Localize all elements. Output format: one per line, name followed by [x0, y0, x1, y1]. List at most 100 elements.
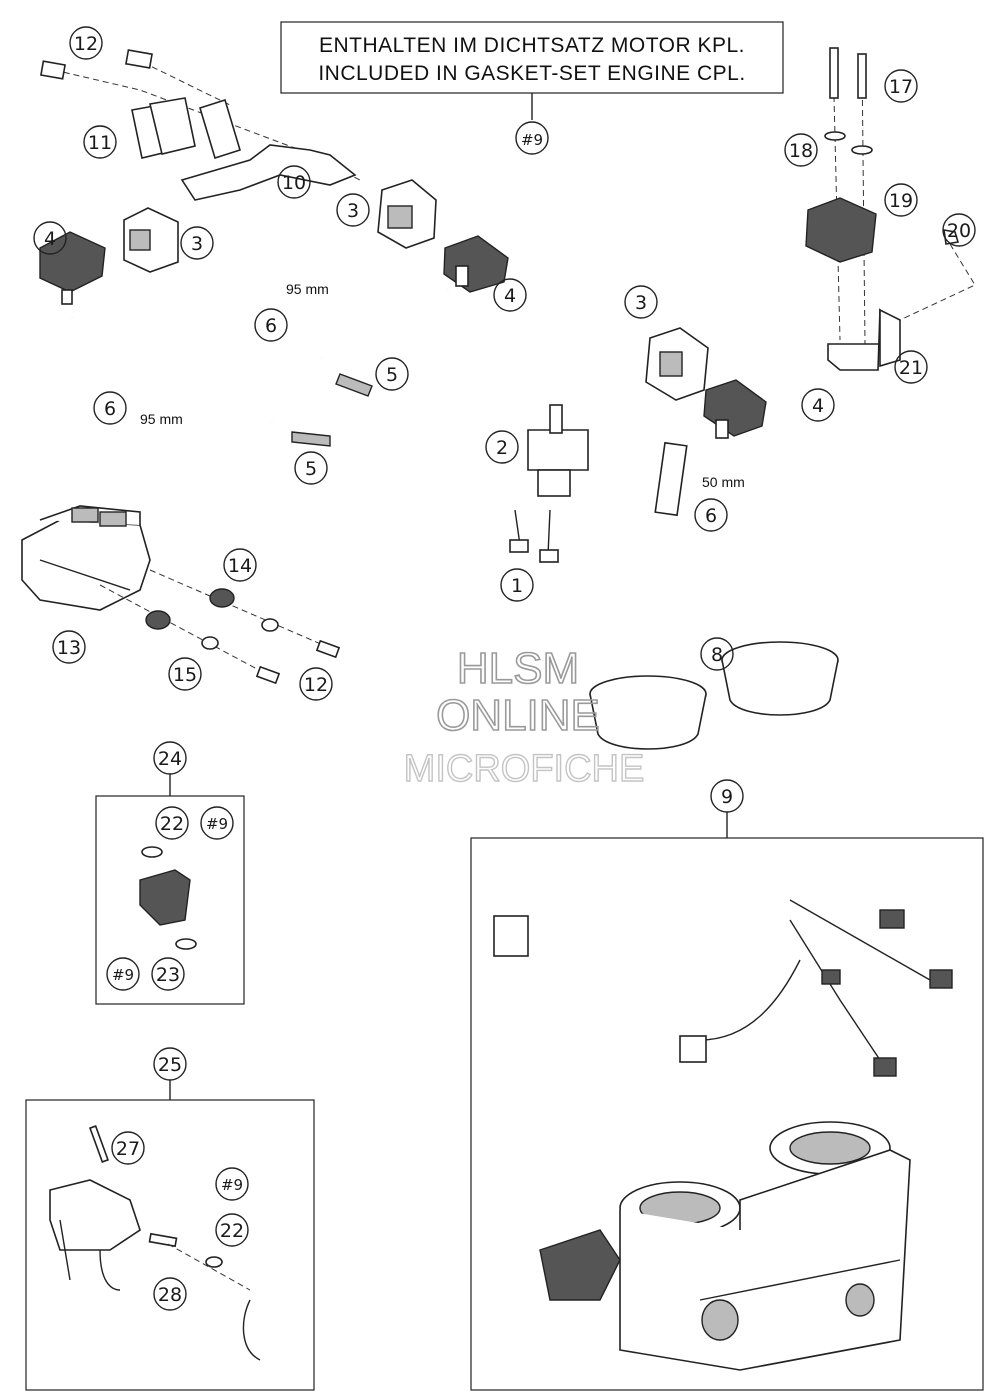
callout-25: 25 [158, 1054, 182, 1076]
control-unit-13 [21, 519, 151, 611]
control-unit-group [21, 505, 341, 685]
wiring-harness [499, 871, 795, 981]
washer-18-a [824, 131, 846, 141]
callout-15: 15 [173, 664, 197, 686]
harness-plug-c [679, 1035, 707, 1063]
actuator-box [25, 1080, 315, 1391]
screw-12-left [40, 60, 66, 80]
gasket-note: ENTHALTEN IM DICHTSATZ MOTOR KPL. INCLUD… [280, 21, 784, 120]
relay-19 [805, 197, 877, 263]
callout-9-d: #9 [221, 1176, 243, 1194]
o-ring-22-a [141, 846, 163, 858]
sensor-group-left [39, 207, 331, 447]
screw-17-b [857, 53, 867, 99]
washer-15 [201, 636, 219, 650]
sensor-4-right [703, 379, 767, 437]
hose-6-left [71, 317, 273, 423]
callout-4-c: 4 [812, 395, 824, 417]
screw-28 [148, 1232, 178, 1248]
actuator [49, 1179, 141, 1251]
callout-19: 19 [889, 190, 913, 212]
callout-28: 28 [158, 1284, 182, 1306]
callout-23: 23 [156, 964, 180, 986]
callouts [33, 26, 976, 1311]
callout-6-c: 6 [705, 505, 717, 527]
washer-14 [261, 618, 279, 632]
fitting-5-left [291, 431, 331, 447]
callout-6-b: 6 [104, 398, 116, 420]
callout-22-a: 22 [160, 813, 184, 835]
o-ring-23 [175, 938, 197, 950]
callout-13: 13 [57, 637, 81, 659]
callout-22-b: 22 [220, 1220, 244, 1242]
throttle-body [619, 1149, 911, 1371]
callout-9-ref: #9 [521, 131, 543, 149]
screw-1-a [509, 539, 529, 553]
injector-box [95, 774, 245, 1005]
callout-12-a: 12 [74, 33, 98, 55]
fitting-5-center [335, 373, 373, 397]
note-line-2: INCLUDED IN GASKET-SET ENGINE CPL. [318, 62, 745, 85]
screw-12-c [255, 665, 281, 685]
harness-plug-e [821, 969, 841, 985]
clip-3-left [123, 207, 179, 273]
callout-14: 14 [228, 555, 252, 577]
watermark-line-3: MICROFICHE [404, 748, 645, 790]
callout-18: 18 [789, 140, 813, 162]
callout-3-c: 3 [635, 292, 647, 314]
callout-2: 2 [496, 437, 508, 459]
measure-95mm-upper: 95 mm [286, 281, 329, 297]
callout-8: 8 [711, 644, 723, 666]
harness-plug-a [879, 909, 905, 929]
watermark-line-2: ONLINE [436, 691, 600, 740]
screw-17-a [829, 47, 839, 99]
callout-4-a: 4 [44, 228, 56, 250]
harness-plug-d [873, 1057, 897, 1077]
screw-12-b [315, 639, 341, 659]
screw-1-b [539, 549, 559, 563]
callout-labels: #9 12 11 10 4 3 3 4 6 5 6 5 3 4 2 6 1 17… [44, 33, 971, 1306]
callout-24: 24 [158, 748, 182, 770]
callout-27: 27 [116, 1138, 140, 1160]
callout-11: 11 [88, 132, 112, 154]
screw-27 [88, 1125, 110, 1163]
hose-bend [242, 1299, 261, 1361]
hose-6-center [314, 289, 449, 359]
screw-12-right [125, 49, 153, 69]
callout-21: 21 [899, 357, 923, 379]
sensor-4-left [39, 231, 106, 293]
throttle-body-box [470, 812, 984, 1391]
callout-5-a: 5 [386, 364, 398, 386]
callout-3-b: 3 [347, 200, 359, 222]
relay-group [805, 47, 976, 371]
intake-funnels-8 [589, 641, 839, 750]
callout-20: 20 [947, 220, 971, 242]
callout-5-b: 5 [305, 458, 317, 480]
hose-6-right [654, 441, 688, 517]
callout-12-b: 12 [304, 674, 328, 696]
sensor-group-right [509, 327, 767, 563]
harness-plug-main [493, 915, 529, 957]
harness-plug-b [929, 969, 953, 989]
callout-9-c: #9 [112, 966, 134, 984]
o-ring-22-b [205, 1256, 223, 1268]
watermark: HLSM ONLINE MICROFICHE [403, 643, 645, 791]
measure-95mm-lower: 95 mm [140, 411, 183, 427]
washer-18-b [851, 145, 873, 155]
grommet-15 [145, 610, 171, 630]
grommet-14 [209, 588, 235, 608]
callout-6-a: 6 [265, 315, 277, 337]
sensor-group-center [310, 179, 509, 397]
callout-3-a: 3 [191, 233, 203, 255]
bracket-group [40, 49, 361, 201]
callout-9: 9 [721, 786, 733, 808]
watermark-line-1: HLSM [457, 644, 579, 693]
measure-50mm: 50 mm [702, 474, 745, 490]
throttle-sensor [539, 1229, 621, 1301]
callout-1: 1 [511, 575, 523, 597]
sensor-2 [527, 429, 589, 471]
injector [139, 869, 191, 926]
callout-4-b: 4 [504, 285, 516, 307]
